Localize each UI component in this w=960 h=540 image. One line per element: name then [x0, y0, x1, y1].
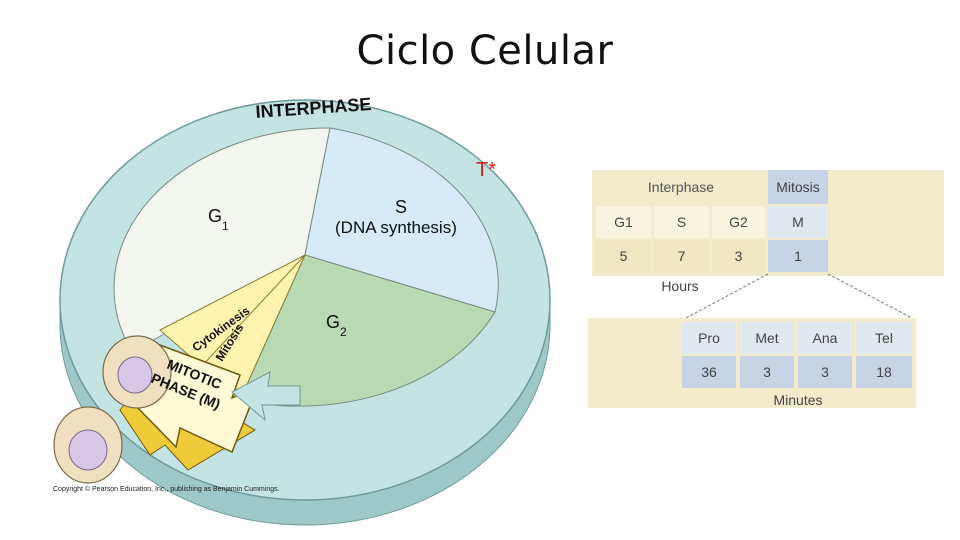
- g1-subscript: 1: [222, 219, 229, 233]
- minutes-pro: 36: [682, 356, 736, 388]
- g2-label: G: [326, 312, 340, 332]
- s-sub-label: (DNA synthesis): [335, 218, 457, 237]
- t-marker: T*: [476, 159, 496, 181]
- wedge-divider: [199, 254, 306, 369]
- phase-m: M: [768, 206, 828, 238]
- cell-upper: [102, 335, 172, 409]
- phase-g2: G2: [712, 206, 765, 238]
- hours-label: Hours: [661, 278, 699, 294]
- header-interphase: Interphase: [647, 179, 715, 195]
- cell-upper-nucleus: [117, 356, 153, 394]
- minutes-ana: 3: [798, 356, 852, 388]
- page-title: Ciclo Celular: [356, 28, 614, 74]
- stage-tel: Tel: [856, 322, 912, 354]
- stage-met: Met: [740, 322, 794, 354]
- hours-g1: 5: [596, 240, 651, 272]
- cell-lower-nucleus: [68, 429, 108, 471]
- phase-s: S: [654, 206, 709, 238]
- g1-label: G: [208, 206, 222, 226]
- header-mitosis: Mitosis: [768, 170, 828, 204]
- phase-g1: G1: [596, 206, 651, 238]
- connector-right: [827, 273, 913, 319]
- minutes-met: 3: [740, 356, 794, 388]
- minutes-label: Minutes: [773, 392, 823, 408]
- s-sector: [304, 127, 499, 313]
- minutes-tel: 18: [856, 356, 912, 388]
- stage-pro: Pro: [682, 322, 736, 354]
- copyright-credit: Copyright © Pearson Education, Inc., pub…: [53, 486, 280, 493]
- connector-left: [685, 273, 769, 319]
- stage-ana: Ana: [798, 322, 852, 354]
- cell-lower: [53, 406, 123, 484]
- g1-sector: [113, 127, 331, 353]
- g2-subscript: 2: [340, 325, 347, 339]
- s-label: S: [395, 197, 407, 217]
- return-arrow: [231, 371, 301, 422]
- hours-m: 1: [768, 240, 828, 272]
- hours-g2: 3: [712, 240, 765, 272]
- hours-s: 7: [654, 240, 709, 272]
